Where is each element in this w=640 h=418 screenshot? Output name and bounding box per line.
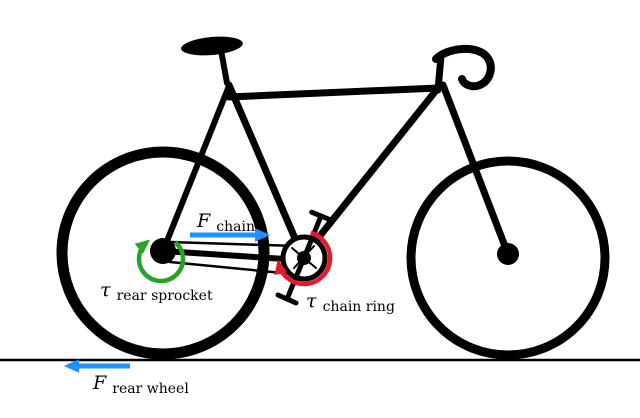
bicycle <box>56 36 610 360</box>
rear-wheel <box>56 146 270 360</box>
front-wheel <box>406 156 610 360</box>
handlebar <box>432 45 495 91</box>
pedal-bottom <box>275 292 299 306</box>
down-tube <box>299 84 442 261</box>
tau-rear-sprocket-label: τ rear sprocket <box>100 279 213 304</box>
seat-tube <box>225 81 307 261</box>
f-chain-label: F chain <box>196 210 255 235</box>
chain-bottom-run <box>168 260 295 276</box>
tau-chain-ring-symbol: τ <box>306 290 317 312</box>
chain-stay-tube <box>160 248 303 263</box>
tau-rear-sprocket-subscript: rear sprocket <box>117 288 213 304</box>
f-chain-subscript: chain <box>216 219 255 235</box>
f-chain-symbol: F <box>196 210 211 232</box>
tau-chain-ring-subscript: chain ring <box>323 299 395 315</box>
crank-arm-top <box>301 213 324 261</box>
crank-arm-bottom <box>284 255 307 302</box>
f-rear-wheel-label: F rear wheel <box>92 372 189 397</box>
f-rear-wheel-subscript: rear wheel <box>112 381 189 397</box>
tau-chain-ring-label: τ chain ring <box>306 290 395 315</box>
f-rear-wheel-symbol: F <box>92 372 107 394</box>
seat-stay-tube <box>160 83 232 254</box>
handlebar-stem <box>434 52 445 94</box>
tau-chain-ring-arrow <box>274 230 333 287</box>
top-tube <box>225 84 442 101</box>
tau-rear-sprocket-symbol: τ <box>100 279 111 301</box>
tau-rear-sprocket-arrow <box>134 239 186 284</box>
pedal-top <box>309 209 333 223</box>
saddle <box>181 36 243 56</box>
annotations <box>63 228 333 373</box>
seat-post <box>218 47 230 86</box>
chain-top-run <box>168 240 298 248</box>
front-fork <box>439 81 512 258</box>
labels: F chain τ rear sprocket τ chain ring F r… <box>92 210 395 397</box>
